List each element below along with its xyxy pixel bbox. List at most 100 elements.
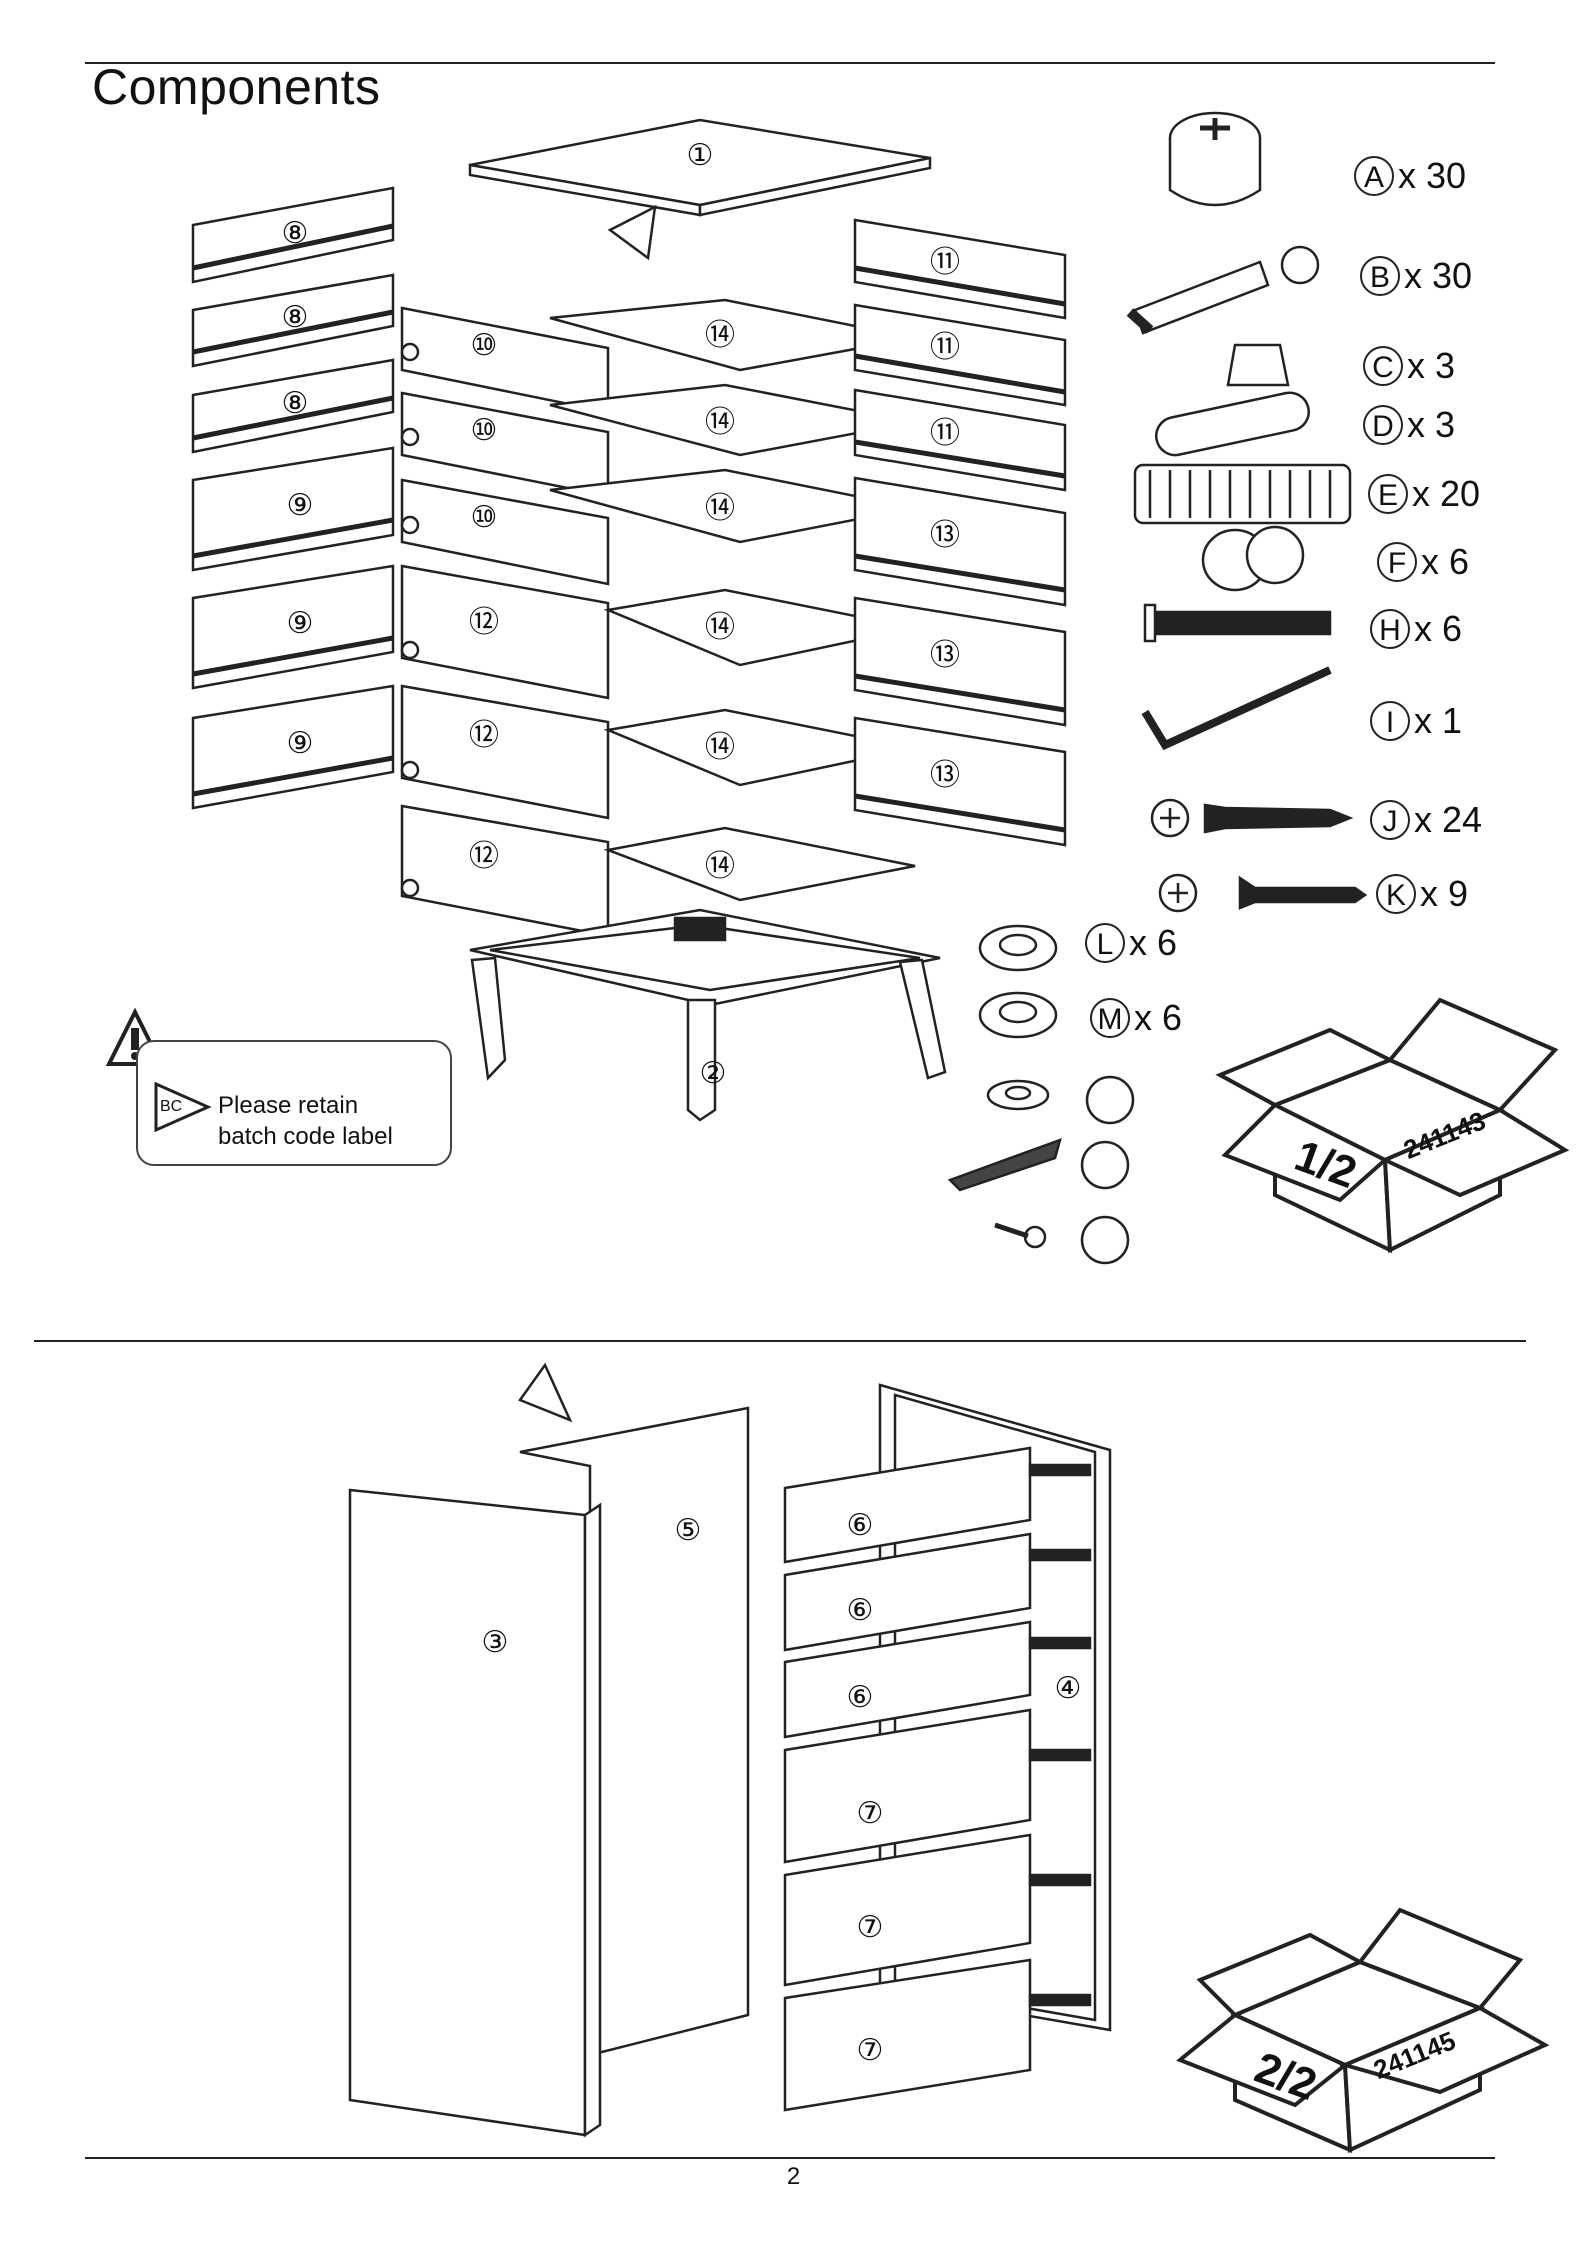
screw-k-icon	[1160, 875, 1365, 911]
hardware-m-letter: M	[1090, 998, 1130, 1038]
part-12-side-2	[402, 686, 608, 818]
label-part-14b: ⑭	[705, 406, 735, 439]
part-7-front-3	[785, 1960, 1030, 2110]
allen-key-icon	[1145, 670, 1330, 745]
hardware-l-letter: L	[1085, 923, 1125, 963]
empty-circle-2	[1082, 1142, 1128, 1188]
hardware-a-qty: x 30	[1398, 155, 1466, 197]
part-13-panel-3	[855, 718, 1065, 845]
label-part-13a: ⑬	[930, 519, 960, 552]
part-12-side-3	[402, 806, 608, 936]
label-part-9b: ⑨	[287, 607, 314, 640]
part-11-rail-1	[855, 220, 1065, 318]
label-part-6c: ⑥	[847, 1681, 874, 1714]
label-part-8b: ⑧	[282, 301, 309, 334]
hardware-e-letter: E	[1368, 474, 1408, 514]
label-part-12b: ⑫	[469, 719, 499, 752]
label-part-7a: ⑦	[857, 1797, 884, 1830]
shelf-pin-icon	[1153, 389, 1313, 458]
part-3-side-panel	[350, 1490, 600, 2135]
part-13-panel-2	[855, 598, 1065, 725]
batch-code-note: BC Please retain batch code label	[136, 1040, 452, 1166]
hardware-b-letter: B	[1360, 256, 1400, 296]
label-part-12a: ⑫	[469, 606, 499, 639]
box-1-icon	[1220, 1000, 1565, 1250]
strap-icon	[950, 1140, 1060, 1190]
label-part-12c: ⑫	[469, 840, 499, 873]
hardware-b-label: Bx 30	[1360, 255, 1472, 297]
part-11-rail-3	[855, 390, 1065, 490]
screw-small-icon	[995, 1225, 1045, 1247]
hardware-j-letter: J	[1370, 800, 1410, 840]
connector-icon	[1203, 527, 1303, 590]
hardware-e-qty: x 20	[1412, 473, 1480, 515]
bolt-icon	[1145, 605, 1330, 641]
hardware-i-qty: x 1	[1414, 700, 1462, 742]
batch-note-line1: Please retain	[218, 1090, 393, 1121]
part-11-rail-2	[855, 305, 1065, 405]
empty-circle-3	[1082, 1217, 1128, 1263]
hardware-i-letter: I	[1370, 701, 1410, 741]
label-part-6a: ⑥	[847, 1509, 874, 1542]
label-part-4: ④	[1055, 1672, 1082, 1705]
part-14-bottom-6	[608, 828, 915, 900]
empty-circle-1	[1087, 1077, 1133, 1123]
hardware-d-qty: x 3	[1407, 404, 1455, 446]
label-part-10c: ⑩	[471, 501, 498, 534]
hardware-l-qty: x 6	[1129, 922, 1177, 964]
label-part-10a: ⑩	[471, 329, 498, 362]
label-part-11c: ⑪	[930, 417, 960, 450]
label-part-3: ③	[482, 1626, 509, 1659]
label-part-8a: ⑧	[282, 217, 309, 250]
cam-bolt-icon	[1130, 247, 1318, 333]
label-part-11b: ⑪	[930, 331, 960, 364]
label-part-8c: ⑧	[282, 387, 309, 420]
hardware-c-qty: x 3	[1407, 345, 1455, 387]
hardware-h-qty: x 6	[1414, 608, 1462, 650]
carcass-drawing: ③ ⑤ ④ ⑥ ⑥ ⑥ ⑦ ⑦ ⑦	[0, 1340, 1587, 2160]
bc-warning-icon-2	[520, 1365, 570, 1420]
hardware-f-qty: x 6	[1421, 541, 1469, 583]
hardware-c-letter: C	[1363, 346, 1403, 386]
label-part-9a: ⑨	[287, 489, 314, 522]
label-part-13b: ⑬	[930, 639, 960, 672]
box-2-icon	[1180, 1910, 1545, 2150]
label-part-14c: ⑭	[705, 492, 735, 525]
part-12-side-1	[402, 566, 608, 698]
label-part-14e: ⑭	[705, 731, 735, 764]
page-number: 2	[0, 2163, 1587, 2191]
cam-lock-icon	[1170, 113, 1260, 205]
batch-note-line2: batch code label	[218, 1121, 393, 1152]
hardware-c-label: Cx 3	[1363, 345, 1455, 387]
washer-l-icon	[980, 926, 1056, 970]
dowel-icon	[1135, 465, 1350, 523]
hardware-h-letter: H	[1370, 609, 1410, 649]
label-part-5: ⑤	[675, 1514, 702, 1547]
cap-icon	[1228, 345, 1288, 385]
hardware-k-qty: x 9	[1420, 873, 1468, 915]
label-part-14f: ⑭	[705, 850, 735, 883]
hardware-d-letter: D	[1363, 405, 1403, 445]
hardware-f-letter: F	[1377, 542, 1417, 582]
label-part-14d: ⑭	[705, 611, 735, 644]
label-part-6b: ⑥	[847, 1594, 874, 1627]
screw-j-icon	[1152, 800, 1350, 836]
washer-small-icon	[988, 1081, 1048, 1109]
label-part-7c: ⑦	[857, 2034, 884, 2067]
bc-warning-icon	[610, 207, 655, 258]
part-13-panel-1	[855, 478, 1065, 605]
label-part-13c: ⑬	[930, 759, 960, 792]
washer-m-icon	[980, 993, 1056, 1037]
hardware-a-letter: A	[1354, 156, 1394, 196]
label-part-9c: ⑨	[287, 727, 314, 760]
label-part-1: ①	[687, 139, 714, 172]
